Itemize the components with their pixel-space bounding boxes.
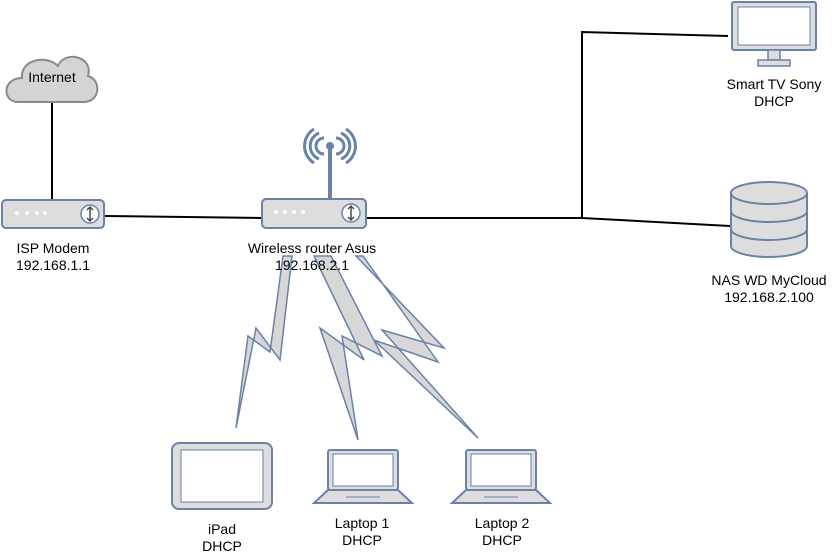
laptop-icon bbox=[449, 449, 553, 504]
wire-switch-tv bbox=[581, 30, 729, 218]
ipad-label: iPad DHCP bbox=[172, 521, 272, 555]
wire-modem-router bbox=[103, 215, 263, 219]
wires bbox=[51, 30, 731, 227]
wireless-link-laptop1 bbox=[312, 255, 384, 441]
wifi-antenna-icon bbox=[303, 127, 357, 200]
wireless-link-ipad bbox=[235, 255, 293, 429]
node-addr: DHCP bbox=[482, 532, 522, 548]
node-name: ISP Modem bbox=[16, 240, 90, 256]
node-ip: 192.168.2.1 bbox=[275, 257, 349, 273]
node-name: iPad bbox=[207, 521, 237, 537]
node-name: Wireless router Asus bbox=[247, 240, 377, 256]
router-label: Wireless router Asus 192.168.2.1 bbox=[222, 240, 402, 274]
wire-switch-nas bbox=[581, 217, 731, 227]
node-ip: 192.168.1.1 bbox=[16, 257, 90, 273]
laptop-icon bbox=[311, 449, 415, 504]
node-addr: DHCP bbox=[754, 93, 794, 109]
internet-label: Internet bbox=[2, 69, 102, 86]
modem-label: ISP Modem 192.168.1.1 bbox=[0, 240, 113, 274]
tv-label: Smart TV Sony DHCP bbox=[704, 76, 839, 110]
node-addr: DHCP bbox=[202, 538, 242, 554]
node-name: NAS WD MyCloud bbox=[711, 272, 827, 288]
router-icon bbox=[261, 198, 367, 229]
node-name: Internet bbox=[28, 69, 76, 85]
laptop1-label: Laptop 1 DHCP bbox=[312, 515, 412, 549]
node-ip: 192.168.2.100 bbox=[724, 289, 814, 305]
node-name: Laptop 2 bbox=[474, 515, 530, 531]
cloud-icon bbox=[5, 56, 99, 103]
laptop2-label: Laptop 2 DHCP bbox=[452, 515, 552, 549]
node-name: Smart TV Sony bbox=[726, 76, 822, 92]
monitor-icon bbox=[731, 1, 817, 67]
wireless-link-laptop2 bbox=[354, 255, 479, 439]
database-icon bbox=[730, 181, 808, 258]
wireless-links bbox=[235, 255, 479, 441]
nas-label: NAS WD MyCloud 192.168.2.100 bbox=[699, 272, 839, 306]
node-name: Laptop 1 bbox=[334, 515, 390, 531]
modem-icon bbox=[1, 199, 105, 229]
tablet-icon bbox=[171, 442, 273, 510]
node-addr: DHCP bbox=[342, 532, 382, 548]
